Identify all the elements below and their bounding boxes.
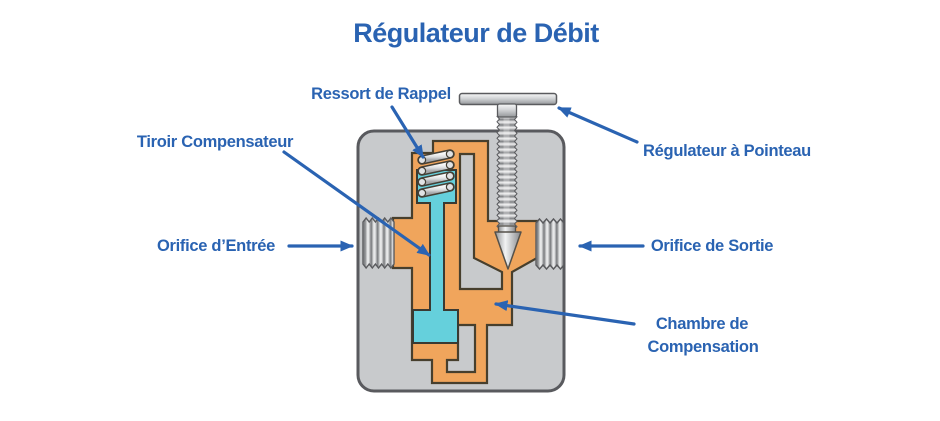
handle-neck bbox=[496, 103, 518, 118]
label-spool: Tiroir Compensateur bbox=[137, 133, 294, 151]
label-chamber-line2: Compensation bbox=[648, 338, 759, 356]
t-handle-bar[interactable] bbox=[458, 92, 558, 106]
needle-regulator-screw bbox=[458, 92, 558, 270]
shaft-highlight bbox=[503, 116, 510, 227]
needle-arrow bbox=[557, 106, 639, 144]
needle-cone bbox=[494, 231, 522, 270]
spring-arrow bbox=[390, 105, 425, 159]
inlet-port-threads bbox=[362, 216, 395, 270]
chamber-arrow bbox=[494, 300, 636, 326]
label-chamber-line1: Chambre de bbox=[656, 315, 748, 333]
diagram-title: Régulateur de Débit bbox=[353, 18, 599, 48]
compensator-spool bbox=[412, 169, 459, 344]
outlet-port-threads bbox=[535, 217, 565, 271]
label-inlet: Orifice d’Entrée bbox=[157, 237, 275, 255]
label-outlet: Orifice de Sortie bbox=[651, 237, 773, 255]
label-needle-regulator: Régulateur à Pointeau bbox=[643, 142, 811, 160]
spring-coil bbox=[417, 182, 455, 198]
spool-arrow bbox=[282, 150, 431, 257]
spring-coil bbox=[417, 171, 455, 187]
diagram-labels: Régulateur de Débit Ressort de Rappel Ti… bbox=[137, 18, 811, 356]
annotation-arrows bbox=[282, 105, 645, 326]
label-spring: Ressort de Rappel bbox=[311, 85, 451, 103]
spring-coil bbox=[417, 160, 455, 176]
